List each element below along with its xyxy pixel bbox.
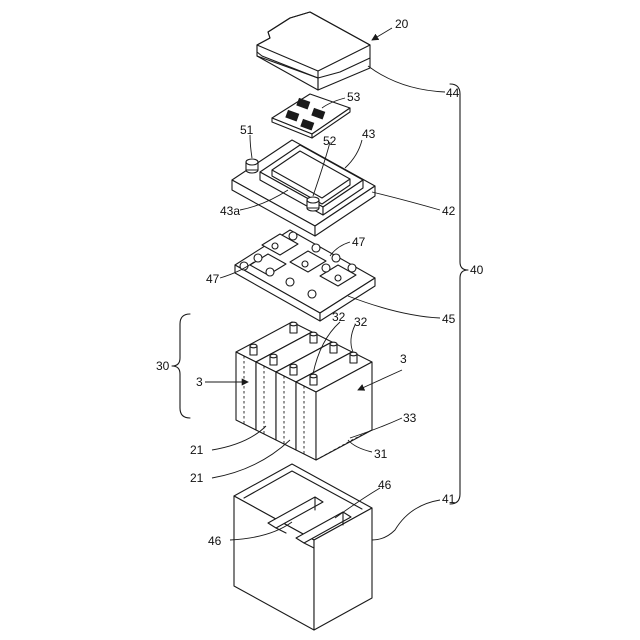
label-46-left: 46 [208,534,222,548]
label-53: 53 [347,90,361,104]
label-40: 40 [470,263,484,277]
label-47-right: 47 [352,235,366,249]
brace-30 [172,314,190,418]
label-33: 33 [403,411,417,425]
label-43a: 43a [220,204,240,218]
cell-group [236,322,372,460]
label-20: 20 [395,17,409,31]
top-cover [257,12,370,90]
label-21-a: 21 [190,443,204,457]
label-52: 52 [323,134,337,148]
label-32-b: 32 [354,315,368,329]
battery-case [234,464,372,630]
lid-plate [232,140,375,236]
label-32-a: 32 [332,310,346,324]
label-31: 31 [374,447,388,461]
label-47-left: 47 [206,272,220,286]
brace-40 [450,84,468,504]
label-44: 44 [446,86,460,100]
label-51: 51 [240,123,254,137]
label-30: 30 [156,359,170,373]
chip-board [272,94,350,138]
label-21-b: 21 [190,471,204,485]
label-41: 41 [442,492,456,506]
label-3-right: 3 [400,352,407,366]
label-45: 45 [442,312,456,326]
label-42: 42 [442,204,456,218]
label-3-left: 3 [196,375,203,389]
label-46-right: 46 [378,478,392,492]
label-43: 43 [362,127,376,141]
